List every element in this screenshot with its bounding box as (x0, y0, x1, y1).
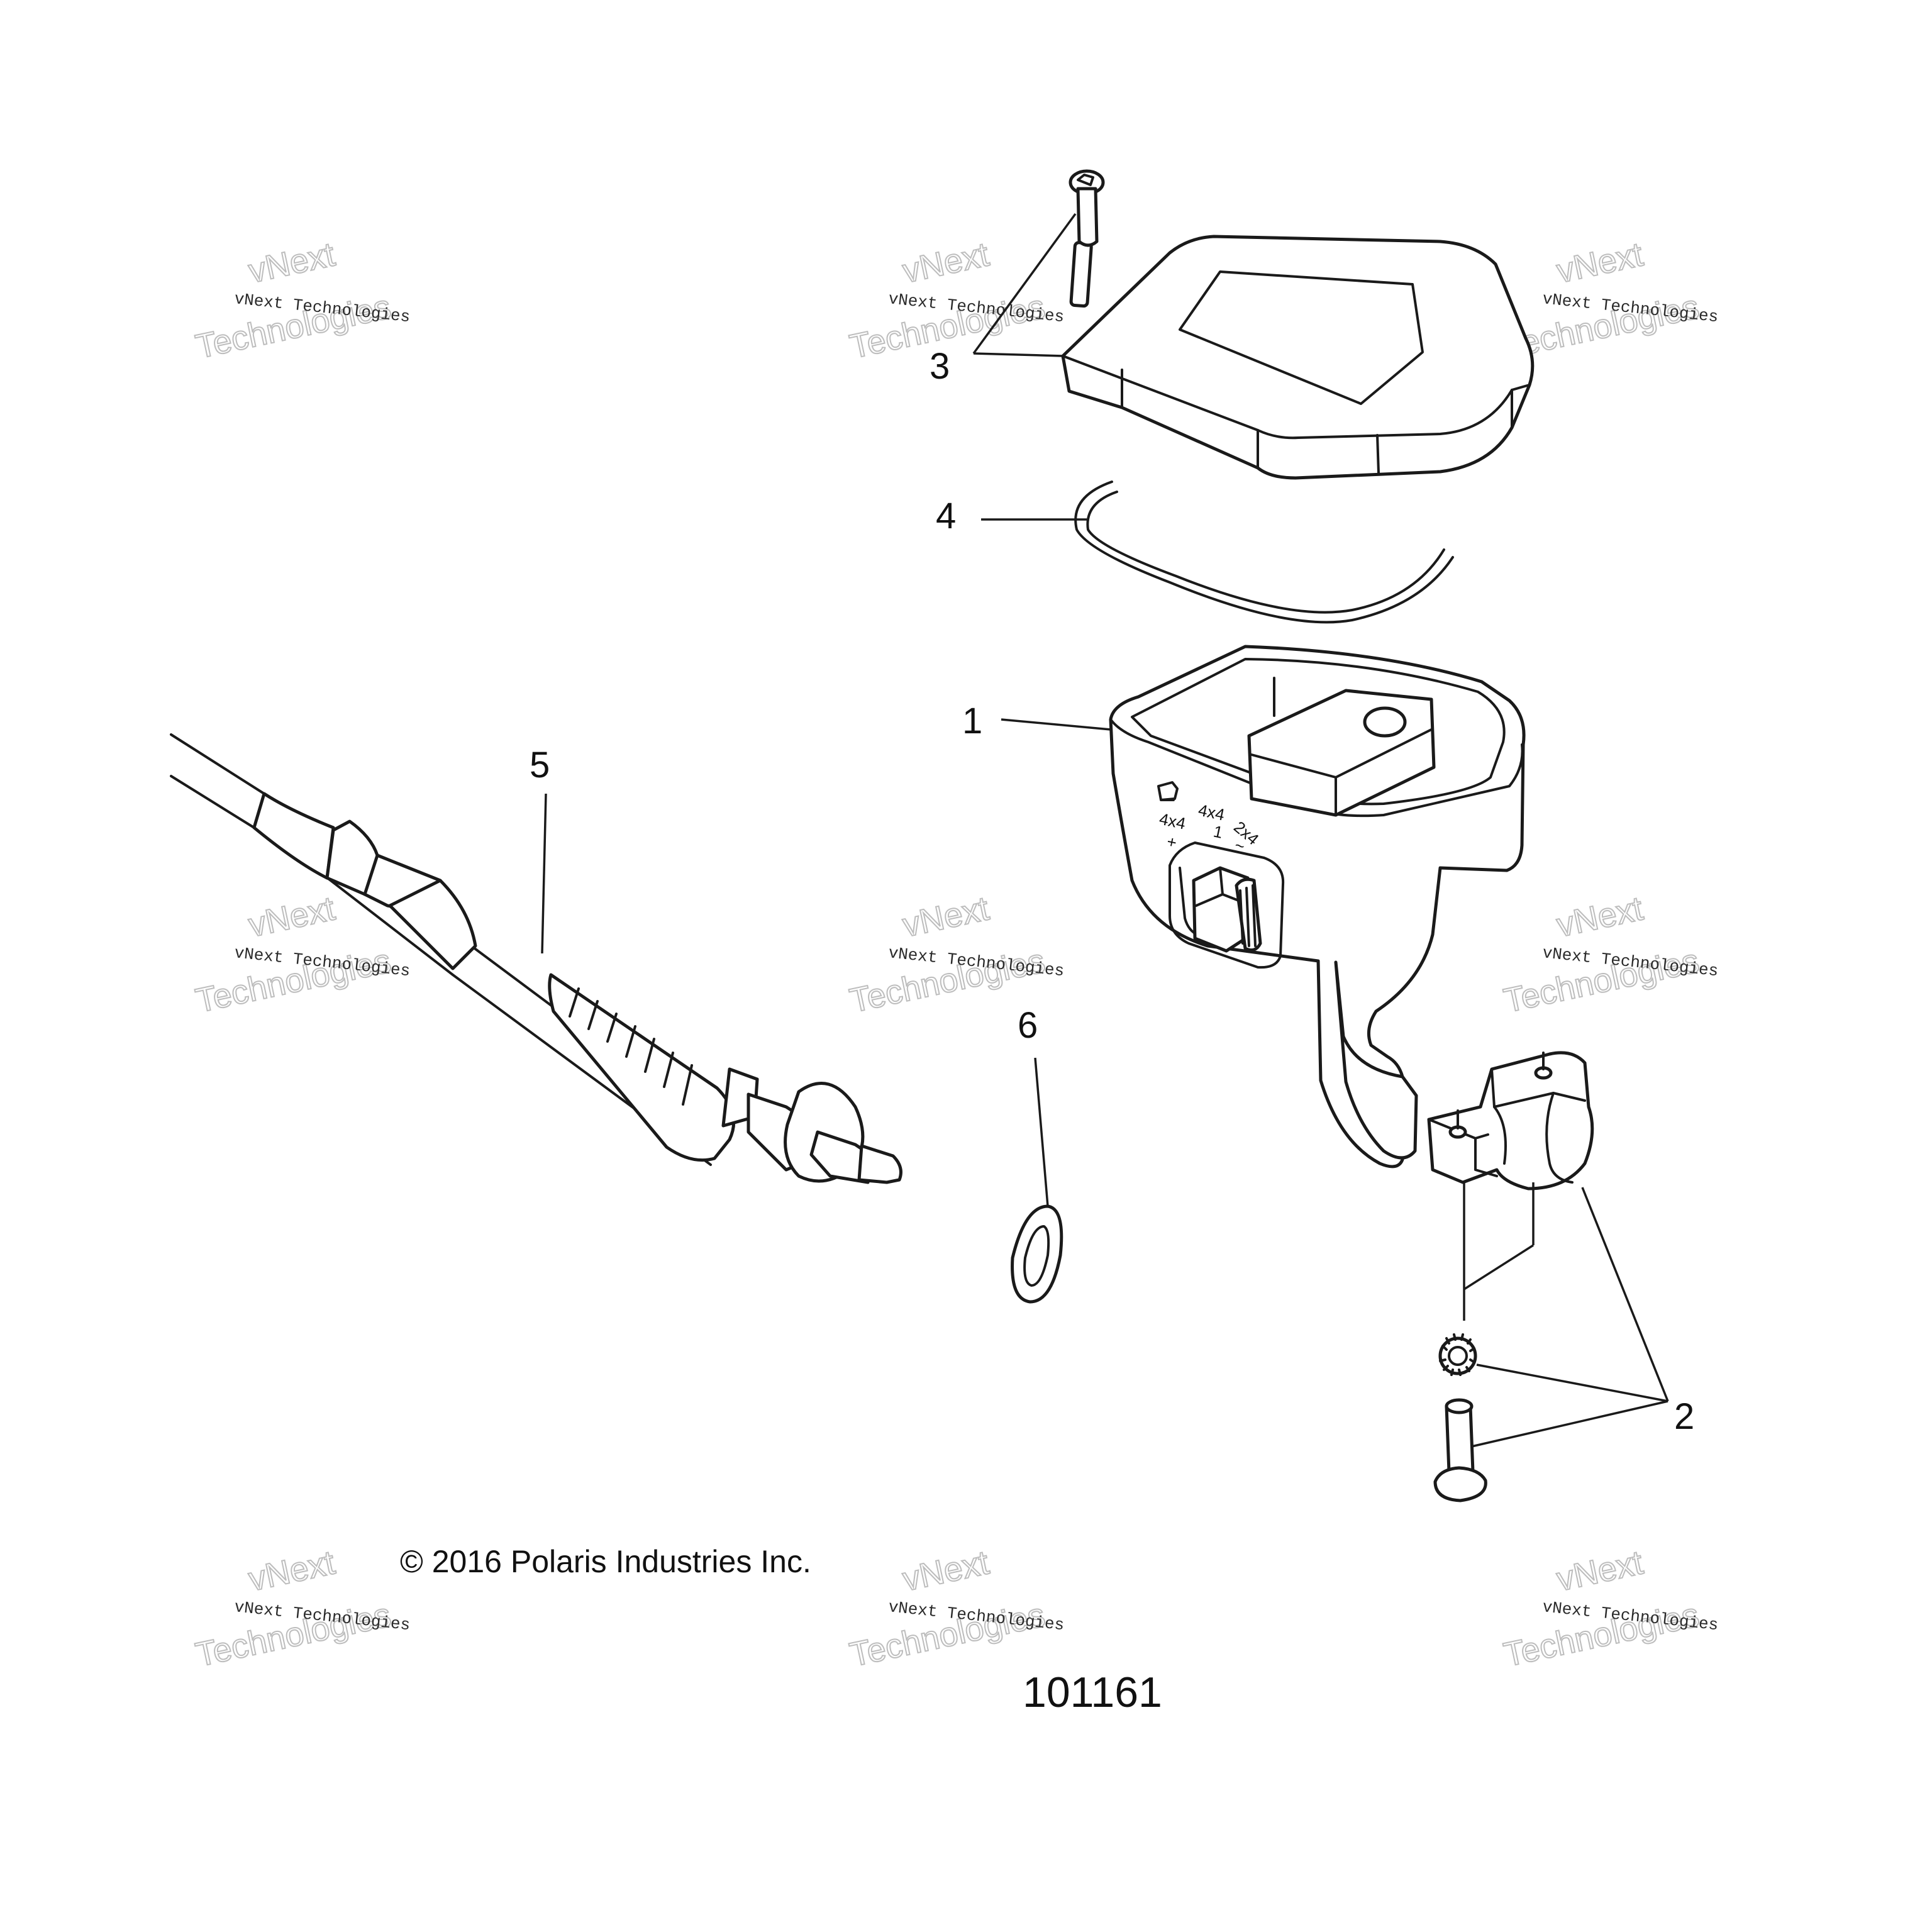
callout-1: 1 (962, 701, 982, 741)
callout-2: 2 (1674, 1396, 1694, 1437)
watermark-big-line-1: vNext (245, 1543, 338, 1598)
decal-sub-b: 1 (1212, 822, 1224, 842)
watermark-big-line-1: vNext (899, 235, 992, 290)
part-1-housing: 4x4 + 4x4 1 2x4 ~ (1109, 645, 1526, 1169)
leader-lines (541, 213, 1669, 1448)
callout-6: 6 (1018, 1005, 1038, 1046)
watermark-big-line-1: vNext (1553, 1543, 1646, 1598)
decal-sub-a: + (1165, 832, 1179, 853)
watermark-big-line-1: vNext (899, 889, 992, 944)
part-5-cable (170, 733, 902, 1184)
watermark-big-line-1: vNext (899, 1543, 992, 1598)
part-6-oring (1011, 1204, 1063, 1304)
part-3-cover (1061, 235, 1535, 480)
callout-5: 5 (530, 745, 550, 786)
part-2-washer (1438, 1333, 1477, 1376)
figure-number: 101161 (1023, 1668, 1162, 1716)
part-3-screw (1069, 169, 1105, 308)
copyright-notice: © 2016 Polaris Industries Inc. (400, 1544, 811, 1579)
callout-4: 4 (936, 496, 956, 536)
decal-sub-c: ~ (1233, 836, 1246, 857)
part-4-gasket (1074, 480, 1454, 624)
watermark-big-line-1: vNext (1553, 889, 1646, 944)
watermark-big-line-1: vNext (1553, 235, 1646, 290)
part-2-clamp (1427, 1051, 1594, 1191)
watermark-big-line-1: vNext (245, 889, 338, 944)
callout-3: 3 (930, 346, 950, 387)
part-2-bolt (1433, 1398, 1487, 1502)
decal-vehicle-icon (1157, 781, 1179, 801)
watermark-big-line-1: vNext (245, 235, 338, 290)
